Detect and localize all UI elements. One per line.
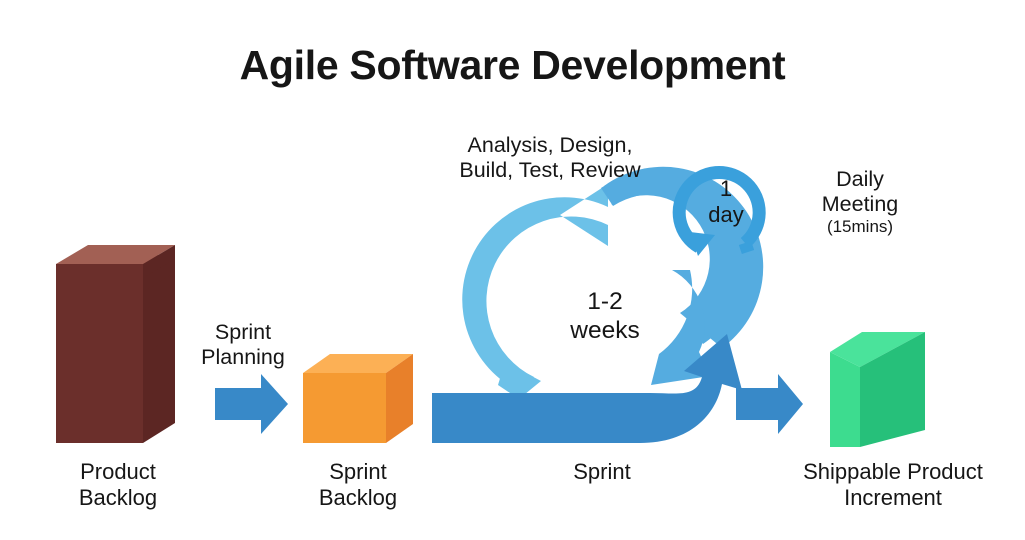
label-shippable-product-increment: Shippable Product Increment xyxy=(803,459,983,510)
daily-meeting-main: Daily Meeting xyxy=(821,167,899,217)
sprint-cycle-ring xyxy=(462,166,764,399)
label-sprint-phases: Analysis, Design, Build, Test, Review xyxy=(459,133,641,183)
label-sprint-planning: Sprint Planning xyxy=(201,320,285,370)
daily-meeting-duration: (15mins) xyxy=(826,216,894,236)
label-sprint-backlog: Sprint Backlog xyxy=(318,459,398,510)
label-sprint: Sprint xyxy=(573,459,631,484)
sprint-planning-arrow xyxy=(215,374,288,434)
page-title: Agile Software Development xyxy=(239,42,786,88)
sprint-band xyxy=(432,334,742,443)
sprint-backlog-stack xyxy=(303,354,413,443)
shippable-output-arrow xyxy=(736,374,803,434)
label-daily-meeting: Daily Meeting(15mins) xyxy=(740,167,980,237)
product-backlog-stack xyxy=(56,245,175,443)
daily-meeting-ring-arrow xyxy=(672,165,766,256)
label-one-day: 1 day xyxy=(708,176,744,227)
label-product-backlog: Product Backlog xyxy=(78,459,158,510)
label-sprint-duration: 1-2 weeks xyxy=(570,288,640,344)
shippable-increment-cube xyxy=(830,332,925,447)
